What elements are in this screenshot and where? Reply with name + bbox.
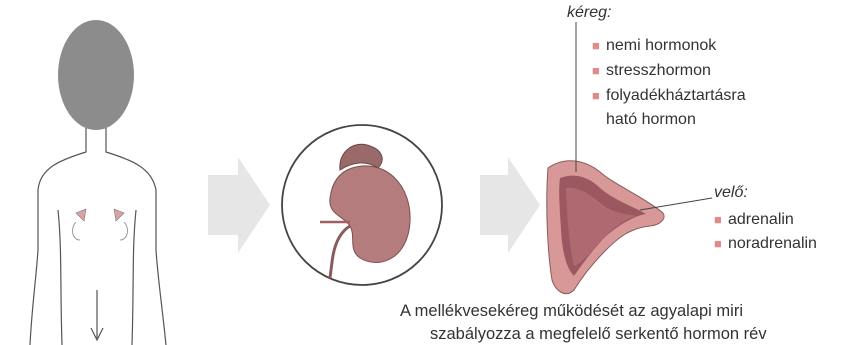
cortex-item-label: stresszhormon	[606, 62, 711, 79]
body-outline	[30, 128, 166, 345]
cortex-item-1: ■ nemi hormonok	[592, 36, 716, 56]
cortex-item-3-cont: ható hormon	[606, 110, 696, 130]
caption-line-2: szabályozza a megfelelő serkentő hormon …	[430, 325, 767, 344]
cortex-item-3: ■ folyadékháztartásra	[592, 86, 746, 106]
left-adrenal-mark	[76, 209, 86, 221]
medulla-item-label: noradrenalin	[728, 235, 817, 252]
bullet-icon: ■	[714, 210, 722, 230]
cortex-heading: kéreg:	[567, 3, 611, 23]
bullet-icon: ■	[592, 61, 600, 81]
medulla-item-1: ■ adrenalin	[714, 210, 794, 230]
kidney-zoom	[282, 125, 442, 285]
bullet-icon: ■	[592, 86, 600, 106]
arrow-right-icon-2	[480, 157, 540, 253]
cortex-item-label: folyadékháztartásra	[606, 87, 746, 104]
cortex-item-label: nemi hormonok	[606, 37, 716, 54]
left-kidney-outline	[73, 222, 80, 240]
cortex-item-2: ■ stresszhormon	[592, 61, 711, 81]
medulla-item-label: adrenalin	[728, 211, 794, 228]
caption-line-1: A mellékvesekéreg működését az agyalapi …	[400, 302, 743, 321]
human-body-figure	[30, 20, 166, 345]
medulla-heading: velő:	[714, 183, 748, 203]
head-silhouette	[58, 20, 134, 130]
right-kidney-outline	[120, 222, 127, 240]
right-adrenal-mark	[114, 209, 124, 221]
medulla-item-2: ■ noradrenalin	[714, 234, 817, 254]
bullet-icon: ■	[592, 36, 600, 56]
arrow-right-icon	[208, 157, 270, 253]
down-arrow-icon	[91, 290, 103, 340]
bullet-icon: ■	[714, 234, 722, 254]
